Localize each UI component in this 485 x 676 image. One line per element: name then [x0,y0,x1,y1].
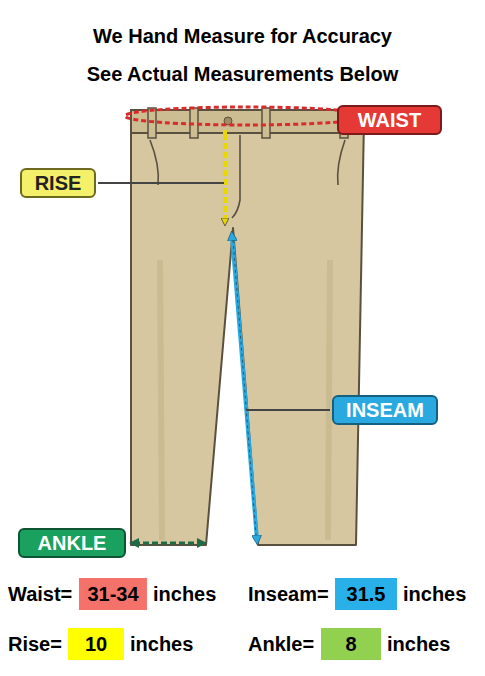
value-box: 31.5 [335,578,397,610]
measure-label: Rise= [8,632,62,656]
box-text: ANKLE [38,532,107,555]
box-text: RISE [35,172,82,195]
measure-label: Waist= [8,582,72,606]
measure-label: inches [153,582,216,606]
subtitle: See Actual Measurements Below [0,62,485,86]
measure-label: inches [387,632,450,656]
measure-label: inches [403,582,466,606]
measure-label: Inseam= [248,582,329,606]
box-text: INSEAM [346,399,424,422]
box-text: 31.5 [347,583,386,606]
inseam-callout: INSEAM [332,395,438,425]
measure-label: Ankle= [248,632,314,656]
box-text: 31-34 [87,583,138,606]
ankle-callout: ANKLE [18,528,126,558]
value-box: 31-34 [79,578,147,610]
box-text: WAIST [358,109,421,132]
rise-callout: RISE [20,168,96,198]
value-box: 8 [321,628,381,660]
measure-label: inches [130,632,193,656]
box-text: 8 [345,633,356,656]
page-title: We Hand Measure for Accuracy [0,24,485,48]
waist-callout: WAIST [337,105,442,135]
value-box: 10 [68,628,124,660]
box-text: 10 [85,633,107,656]
title-text: We Hand Measure for Accuracy [93,25,392,47]
